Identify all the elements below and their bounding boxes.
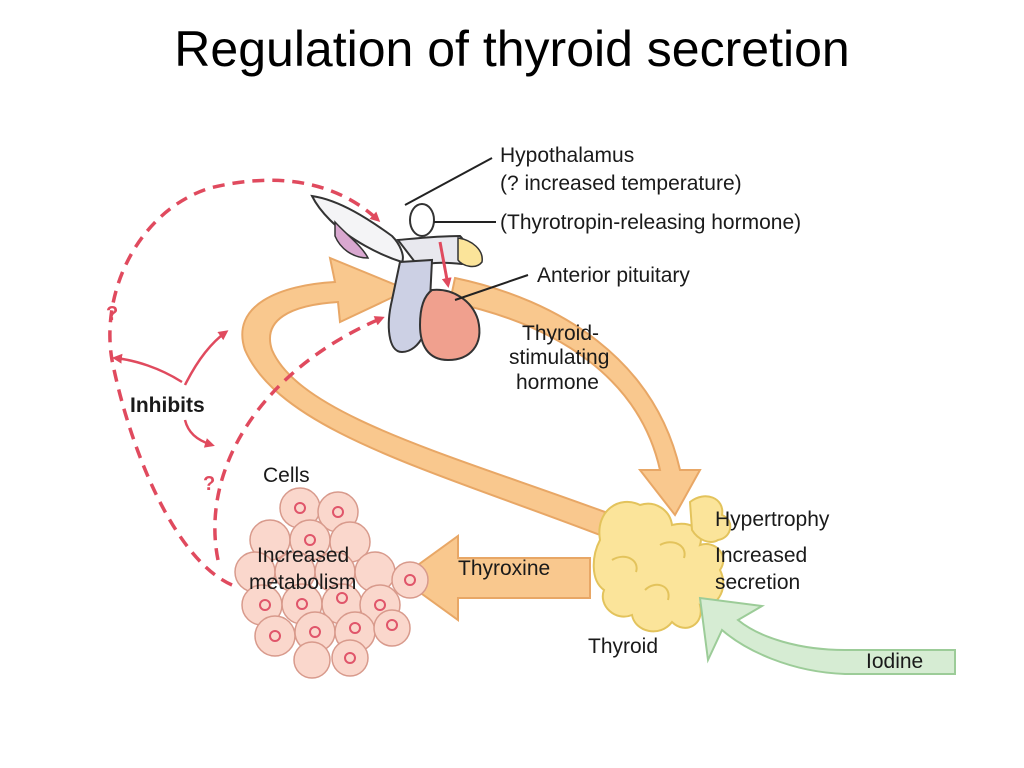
increased-metabolism-label-line2: metabolism [249,571,356,594]
hypertrophy-label: Hypertrophy [715,508,830,531]
iodine-arrow [698,596,956,675]
increased-secretion-label-line2: secretion [715,571,800,594]
outer-inhibit-arrow [108,178,381,587]
thyroxine-feedback-arrow [241,256,607,537]
slide-title: Regulation of thyroid secretion [174,21,850,77]
thyroxine-arrow [398,534,591,622]
thyroxine-label: Thyroxine [458,557,550,580]
hypothalamus-pointer [404,157,493,206]
hypothalamus-label: Hypothalamus [500,144,634,167]
cells-label: Cells [263,464,310,487]
cells-cluster [234,487,429,679]
inner-inhibit-arrow [213,316,385,561]
tsh-label-line2: stimulating [509,346,609,369]
question-mark-inner: ? [203,473,215,495]
tsh-arrow [448,276,702,517]
trh-label: (Thyrotropin-releasing hormone) [500,211,801,234]
inhibits-arrow-lower [183,419,215,448]
iodine-label: Iodine [866,650,923,673]
inhibits-arrow-left [112,353,183,384]
thyroid-label: Thyroid [588,635,658,658]
hypothalamus-note-label: (? increased temperature) [500,172,742,195]
increased-secretion-label-line1: Increased [715,544,807,567]
inhibits-arrow-upper [183,330,229,386]
increased-metabolism-label-line1: Increased [257,544,349,567]
anterior-pituitary-label: Anterior pituitary [537,264,690,287]
question-mark-outer: ? [106,303,118,325]
tsh-label-line3: hormone [516,371,599,394]
tsh-label-line1: Thyroid- [522,322,599,345]
anterior-pituitary-pointer [454,274,529,301]
inhibits-label: Inhibits [130,394,205,417]
thyroid-gland [592,495,732,633]
hypothalamus-pituitary-illustration [310,194,483,362]
cell-nuclei [259,502,416,664]
